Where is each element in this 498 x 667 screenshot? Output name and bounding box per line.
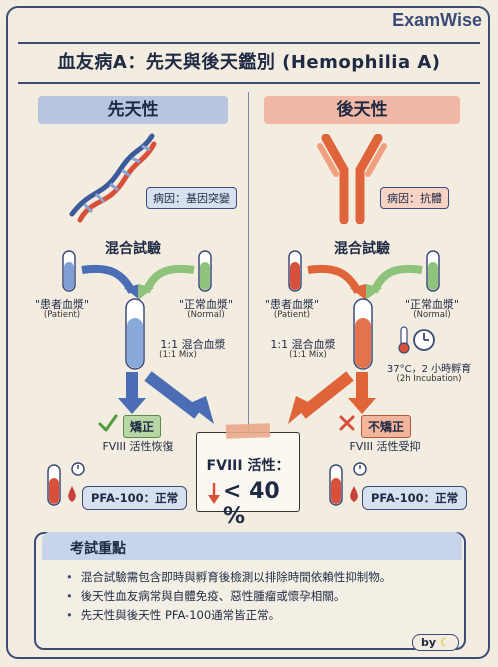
congenital-mix-tube-icon	[125, 298, 145, 370]
acquired-mixing-title: 混合試驗	[334, 241, 390, 257]
congenital-patient-tube-icon	[62, 250, 76, 292]
congenital-blood-tube-icon	[47, 464, 76, 506]
acquired-arrows-icon	[288, 371, 376, 424]
congenital-mix-label: 1:1 混合血漿	[160, 338, 226, 351]
acquired-cause-badge: 病因：抗體	[380, 187, 449, 209]
brand-logo: ExamWise	[392, 10, 482, 30]
antibody-icon	[317, 134, 387, 224]
banana-icon: ☾	[439, 636, 450, 649]
congenital-normal-en: (Normal)	[187, 310, 225, 320]
congenital-cause-badge: 病因：基因突變	[146, 187, 237, 209]
acquired-mix-label: 1:1 混合血漿	[270, 338, 336, 351]
acquired-patient-en: (Patient)	[273, 310, 311, 320]
fviii-result-value: < 40 %	[223, 479, 280, 529]
exam-points-title: 考試重點	[70, 541, 126, 557]
acquired-normal-tube-icon	[426, 250, 440, 292]
congenital-header: 先天性	[38, 96, 228, 124]
congenital-mixing-title: 混合試驗	[105, 241, 161, 257]
acquired-timer-icon	[353, 462, 367, 476]
congenital-timer-icon	[71, 462, 85, 476]
acquired-mix-arrows-icon	[307, 264, 423, 300]
list-item: 先天性與後天性 PFA-100通常皆正常。	[66, 606, 391, 625]
exam-points-panel: 考試重點 混合試驗需包含即時與孵育後檢測以排除時間依賴性抑制物。 後天性血友病常…	[34, 532, 466, 650]
column-divider	[248, 92, 249, 512]
acquired-mix-en: (1:1 Mix)	[289, 350, 327, 360]
acquired-header: 後天性	[264, 96, 460, 124]
incubation-en: (2h Incubation)	[396, 374, 462, 384]
congenital-mix-en: (1:1 Mix)	[159, 350, 197, 360]
acquired-blood-tube-icon	[329, 464, 358, 506]
not-corrected-badge: 不矯正	[361, 415, 412, 438]
congenital-mix-arrows-icon	[81, 264, 195, 300]
congenital-arrows-icon	[118, 371, 214, 424]
congenital-patient-en: (Patient)	[43, 310, 81, 320]
page-title: 血友病A：先天與後天鑑別 (Hemophilia A)	[18, 42, 480, 84]
acquired-patient-tube-icon	[288, 250, 302, 292]
footer-credit: by ☾	[412, 634, 459, 651]
down-arrow-icon	[208, 483, 220, 504]
clock-icon	[413, 329, 435, 351]
exam-points-list: 混合試驗需包含即時與孵育後檢測以排除時間依賴性抑制物。 後天性血友病常與自體免疫…	[66, 568, 392, 625]
list-item: 後天性血友病常與自體免疫、惡性腫瘤或懷孕相關。	[66, 587, 391, 606]
fviii-result-card: FVIII 活性： < 40 %	[196, 432, 300, 529]
acquired-normal-en: (Normal)	[413, 310, 451, 320]
congenital-status-caption: FVIII 活性恢復	[102, 440, 174, 453]
dna-icon	[69, 133, 157, 223]
tape-decoration	[225, 423, 271, 439]
list-item: 混合試驗需包含即時與孵育後檢測以排除時間依賴性抑制物。	[66, 568, 392, 587]
check-icon	[98, 414, 118, 432]
page-frame	[6, 6, 490, 659]
incubation-label: 37°C，2 小時孵育	[386, 364, 472, 375]
congenital-normal-tube-icon	[198, 250, 212, 292]
exam-points-header-band	[42, 532, 462, 560]
acquired-status-caption: FVIII 活性受抑	[349, 440, 421, 453]
acquired-pfa-badge: PFA-100：正常	[362, 486, 468, 510]
acquired-normal-label: "正常血漿"	[404, 298, 460, 311]
congenital-pfa-badge: PFA-100：正常	[82, 486, 188, 510]
fviii-result-label: FVIII 活性：	[206, 458, 290, 474]
acquired-mix-tube-icon	[353, 298, 373, 370]
cross-icon	[339, 415, 355, 431]
footer-credit-label: by	[421, 636, 437, 649]
corrected-badge: 矯正	[123, 415, 162, 438]
acquired-patient-label: "患者血漿"	[264, 298, 320, 311]
congenital-patient-label: "患者血漿"	[34, 298, 90, 311]
congenital-normal-label: "正常血漿"	[178, 298, 234, 311]
thermometer-icon	[398, 326, 410, 354]
